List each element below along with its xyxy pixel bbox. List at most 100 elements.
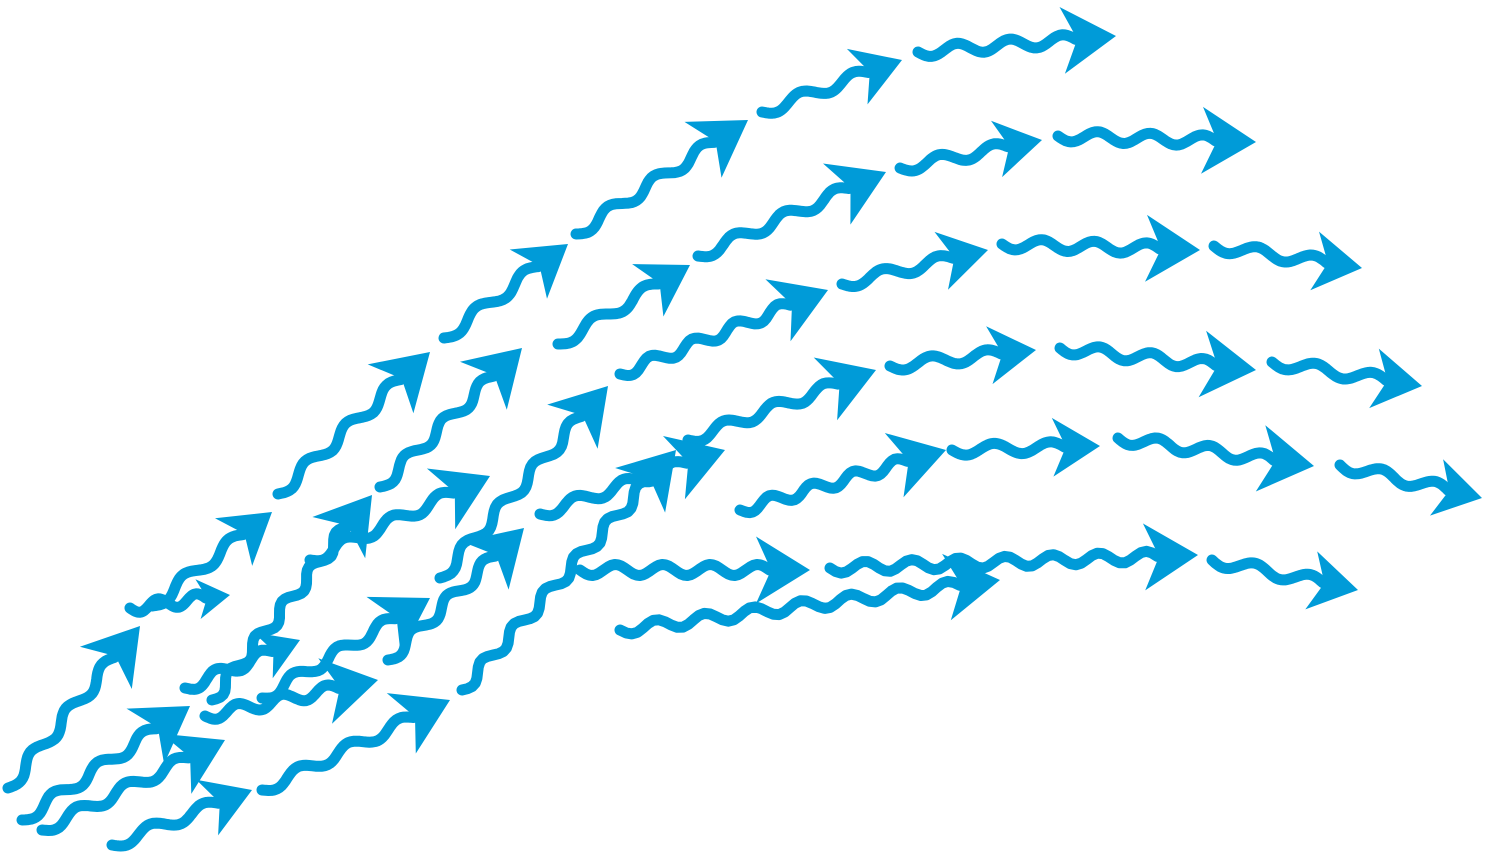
wavy-arrow-icon — [2, 626, 140, 794]
wavy-arrow-icon — [756, 48, 902, 119]
arrow-head — [547, 386, 608, 449]
wavy-arrow-icon — [179, 632, 300, 695]
arrow-head — [318, 658, 378, 724]
wavy-arrow-icon — [912, 7, 1116, 74]
arrow-head — [846, 48, 902, 105]
arrow-head — [1310, 231, 1362, 291]
wavy-arrow-icon — [996, 214, 1200, 282]
arrow-shaft — [456, 474, 655, 696]
arrow-shaft — [1334, 459, 1454, 496]
arrow-shaft — [1206, 554, 1329, 589]
arrow-shaft — [692, 182, 855, 263]
arrow-head — [1305, 551, 1358, 610]
wavy-arrow-icon — [36, 733, 225, 836]
wavy-arrow-icon — [534, 436, 725, 522]
wavy-arrow-icon — [614, 279, 828, 381]
arrow-shaft — [256, 711, 419, 796]
arrow-shaft — [124, 588, 212, 618]
arrow-shaft — [894, 138, 1014, 177]
wavy-arrow-icon — [256, 693, 450, 796]
wavy-arrow-icon — [836, 231, 988, 292]
wavy-arrow-icon — [692, 163, 886, 263]
arrow-head — [991, 120, 1042, 178]
wavy-arrow-icon — [824, 523, 1198, 591]
arrow-shaft — [682, 377, 844, 447]
wavy-arrow-icon — [574, 536, 810, 604]
arrow-shaft — [146, 529, 249, 612]
arrow-head — [195, 579, 230, 619]
arrow-shaft — [756, 65, 874, 119]
wavy-arrow-icon — [374, 348, 522, 493]
arrow-head — [684, 120, 748, 178]
arrow-head — [1142, 523, 1198, 591]
wavy-arrow-icon — [256, 596, 430, 704]
arrow-head — [79, 626, 140, 689]
arrow-head — [813, 357, 876, 421]
arrow-shaft — [1112, 432, 1280, 466]
arrow-head — [756, 536, 810, 604]
arrow-shaft — [199, 679, 344, 725]
arrow-head — [1059, 7, 1116, 74]
arrow-row-6 — [124, 459, 1482, 640]
wavy-arrow-icon — [146, 512, 272, 612]
wavy-arrow-icon — [434, 386, 608, 584]
arrow-shaft — [570, 136, 720, 240]
wavy-arrow-icon — [894, 120, 1042, 178]
wavy-arrow-icon — [1208, 231, 1362, 291]
arrow-head — [1369, 348, 1422, 409]
arrow-head — [1145, 214, 1200, 282]
arrow-head — [1051, 417, 1100, 477]
wavy-arrow-icon — [1266, 348, 1422, 409]
wavy-arrow-icon — [304, 468, 490, 567]
wavy-arrow-icon — [614, 553, 1000, 640]
arrow-shaft — [434, 411, 587, 584]
arrow-shaft — [946, 436, 1070, 461]
arrow-shaft — [614, 575, 966, 640]
arrow-shaft — [438, 261, 544, 344]
arrow-shaft — [1208, 240, 1332, 269]
wavy-arrow-icon — [1052, 106, 1256, 174]
wavy-arrow-icon — [16, 706, 190, 826]
arrow-head — [934, 231, 988, 290]
wavy-arrow-icon — [106, 779, 252, 852]
arrow-row-3 — [36, 214, 1362, 836]
arrow-shaft — [2, 651, 120, 794]
arrow-head — [1201, 106, 1256, 174]
arrow-head — [196, 779, 252, 836]
arrow-shaft — [534, 456, 693, 522]
arrow-head — [765, 279, 828, 342]
arrow-shaft — [1054, 341, 1222, 373]
wavy-arrow-icon — [682, 357, 876, 447]
wavy-arrow-icon — [199, 658, 378, 725]
arrow-shaft — [552, 278, 664, 350]
arrow-shaft — [256, 613, 401, 704]
arrow-head — [1198, 330, 1256, 398]
arrow-head — [632, 264, 690, 317]
arrow-shaft — [996, 234, 1165, 259]
arrow-head — [942, 553, 1000, 621]
arrow-row-1 — [2, 7, 1116, 794]
arrow-row-4 — [106, 326, 1422, 852]
arrow-head — [366, 596, 430, 655]
wavy-arrow-icon — [1334, 459, 1482, 516]
wavy-arrow-icon — [272, 352, 430, 500]
arrow-head — [663, 436, 725, 500]
arrow-head — [823, 163, 886, 225]
arrow-shaft — [614, 298, 796, 381]
wavy-arrow-icon — [1112, 425, 1314, 492]
arrow-shaft — [179, 644, 278, 695]
arrow-shaft — [824, 545, 1163, 579]
arrow-head — [426, 468, 490, 530]
arrow-shaft — [1052, 126, 1221, 151]
wavy-arrow-icon — [438, 244, 568, 344]
arrow-shaft — [884, 344, 1007, 376]
arrow-shaft — [836, 250, 959, 292]
wavy-arrow-icon — [1054, 330, 1256, 398]
arrow-shaft — [272, 374, 406, 500]
wavy-arrow-icon — [1206, 551, 1358, 610]
arrow-head — [986, 326, 1036, 385]
arrow-head — [253, 632, 300, 679]
arrow-shaft — [912, 29, 1082, 62]
arrow-shaft — [1266, 356, 1392, 386]
